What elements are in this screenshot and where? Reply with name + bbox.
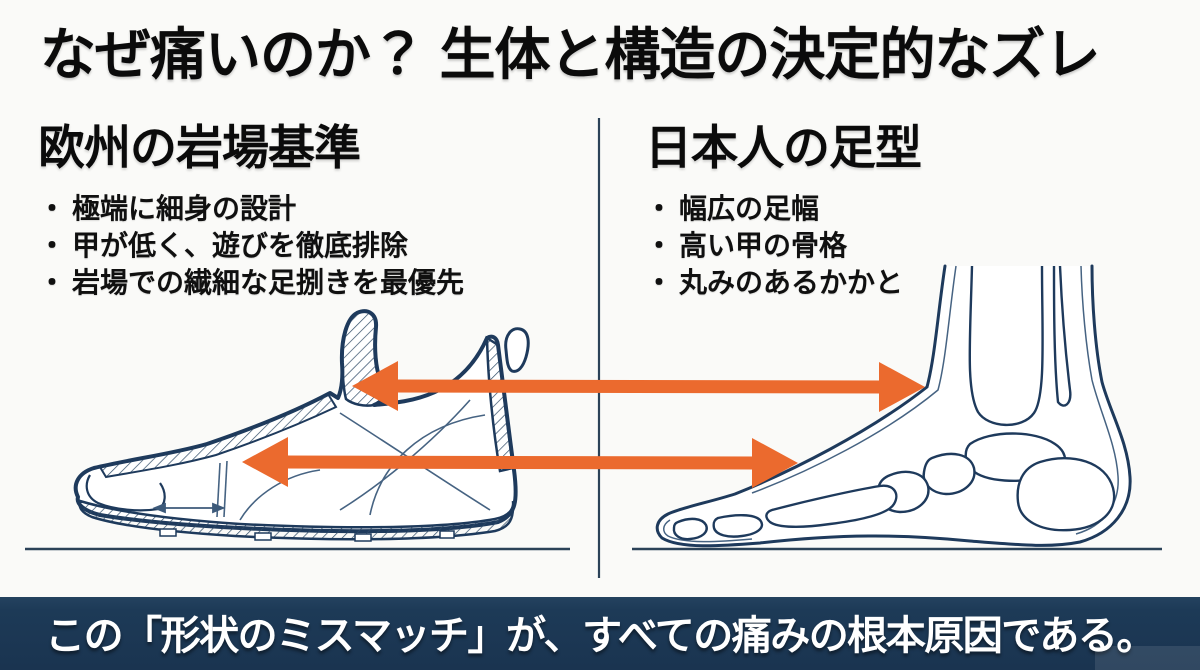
bullet-icon: ・ (645, 229, 674, 261)
metatarsal-bone (765, 484, 898, 528)
list-item-label: 甲が低く、遊びを徹底排除 (72, 229, 409, 261)
list-item-label: 岩場での繊細な足捌きを最優先 (72, 266, 465, 298)
right-bullet-list: ・ 幅広の足幅 ・ 高い甲の骨格 ・ 丸みのあるかかと (645, 190, 1165, 301)
bullet-icon: ・ (645, 192, 674, 224)
foot-bones (672, 265, 1116, 541)
toe-cap-line (85, 474, 166, 512)
right-panel: 日本人の足型 ・ 幅広の足幅 ・ 高い甲の骨格 ・ 丸みのあるかかと (645, 122, 1165, 301)
shoe-instep-band (98, 392, 338, 479)
list-item-label: 極端に細身の設計 (72, 192, 297, 224)
calcaneus-bone (1016, 457, 1116, 532)
list-item: ・ 高い甲の骨格 (645, 227, 1165, 264)
footer-message: この「形状のミスマッチ」が、すべての痛みの根本原因である。 (45, 613, 1156, 658)
page-title: なぜ痛いのか？ 生体と構造の決定的なズレ (40, 23, 1101, 86)
toe-bone (672, 517, 708, 541)
shoe-sole (78, 499, 515, 541)
right-panel-heading: 日本人の足型 (645, 121, 922, 174)
climbing-shoe-illustration (73, 309, 530, 542)
fibula-bone (1052, 265, 1072, 407)
list-item: ・ 幅広の足幅 (645, 190, 1165, 227)
footer-highlight-artifact (1095, 646, 1200, 670)
tibia-bone (968, 265, 1044, 427)
list-item: ・ 丸みのあるかかと (645, 264, 1165, 301)
navicular-bone (922, 452, 976, 496)
bullet-icon: ・ (38, 266, 67, 298)
list-item-label: 高い甲の骨格 (679, 229, 848, 261)
tread-notch (354, 533, 372, 542)
foot-outline (655, 264, 1132, 548)
inner-width-arrow-icon (152, 502, 226, 514)
list-item-label: 幅広の足幅 (679, 192, 820, 224)
list-item: ・ 極端に細身の設計 (38, 190, 578, 227)
left-panel-heading: 欧州の岩場基準 (38, 121, 361, 174)
left-bullet-list: ・ 極端に細身の設計 ・ 甲が低く、遊びを徹底排除 ・ 岩場での繊細な足捌きを最… (38, 190, 578, 301)
bullet-icon: ・ (38, 229, 67, 261)
footer-banner: この「形状のミスマッチ」が、すべての痛みの根本原因である。 (0, 597, 1200, 670)
shoe-pull-loop-icon (504, 327, 530, 373)
tread-notch (439, 530, 455, 539)
foot-skeleton-illustration (655, 264, 1132, 548)
list-item: ・ 岩場での繊細な足捌きを最優先 (38, 264, 578, 301)
tread-notch (159, 528, 177, 537)
bullet-icon: ・ (645, 266, 674, 298)
list-item-label: 丸みのあるかかと (679, 266, 904, 298)
phalanx-bone (712, 514, 764, 538)
list-item: ・ 甲が低く、遊びを徹底排除 (38, 227, 578, 264)
left-panel: 欧州の岩場基準 ・ 極端に細身の設計 ・ 甲が低く、遊びを徹底排除 ・ 岩場での… (38, 122, 578, 301)
tread-notch (254, 532, 272, 541)
bullet-icon: ・ (38, 192, 67, 224)
